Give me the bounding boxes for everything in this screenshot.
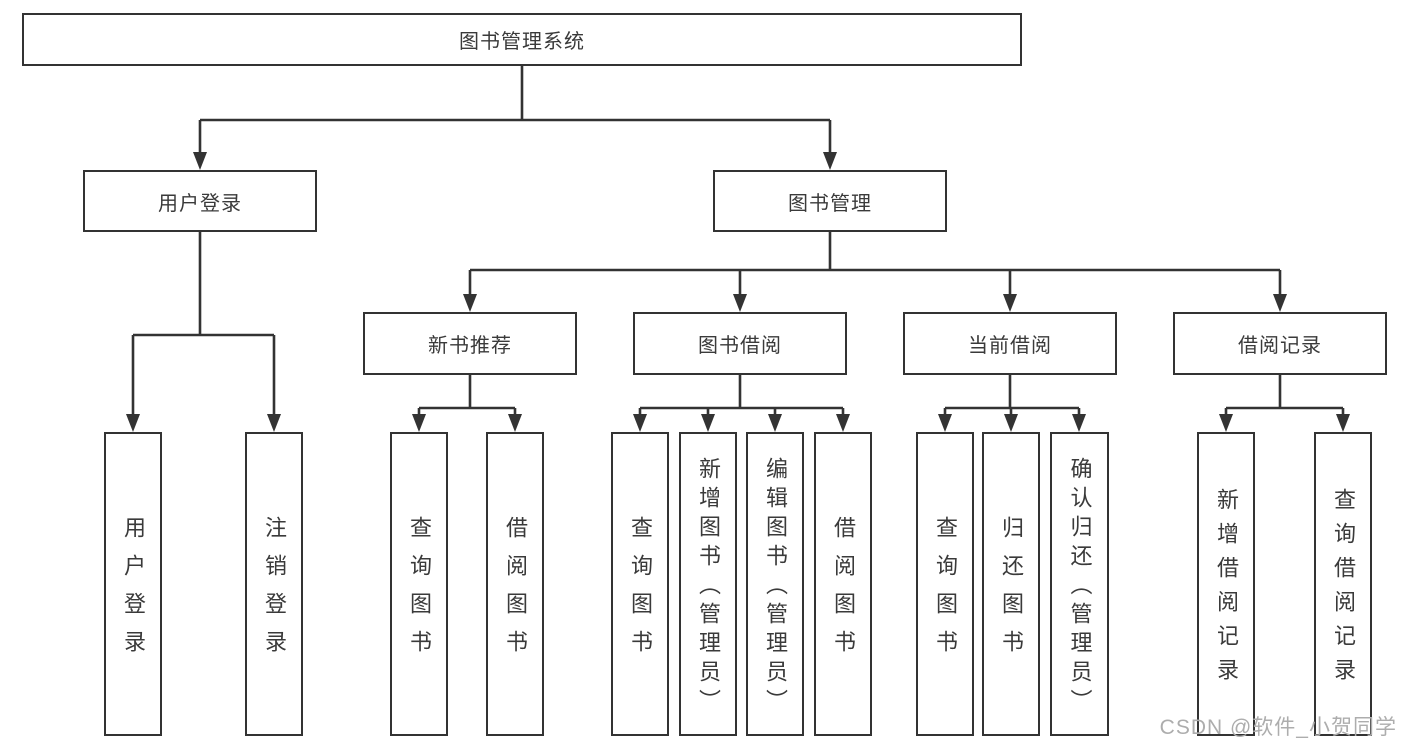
arrowhead xyxy=(1003,294,1017,312)
arrowhead xyxy=(508,414,522,432)
leaf-user-login-label: 用户登录 xyxy=(121,516,146,668)
leaf-borrow-borrow-books-label: 借阅图书 xyxy=(831,516,856,668)
leaf-newbook-borrow-books-label: 借阅图书 xyxy=(503,516,528,668)
leaf-borrow-query-books-label: 查询图书 xyxy=(628,516,653,668)
node-book-management: 图书管理 xyxy=(713,170,947,232)
connector-bookborrow-to-leaves xyxy=(638,375,845,416)
arrowhead xyxy=(823,152,837,170)
leaf-record-add: 新增借阅记录 xyxy=(1197,432,1255,736)
arrowhead xyxy=(463,294,477,312)
arrowhead xyxy=(1004,414,1018,432)
leaf-borrow-query-books: 查询图书 xyxy=(611,432,669,736)
connector-currentborrow-to-leaves xyxy=(943,375,1081,416)
node-new-book-recommend: 新书推荐 xyxy=(363,312,577,375)
leaf-logout: 注销登录 xyxy=(245,432,303,736)
leaf-current-query-books: 查询图书 xyxy=(916,432,974,736)
node-borrow-records: 借阅记录 xyxy=(1173,312,1387,375)
node-root: 图书管理系统 xyxy=(22,13,1022,66)
leaf-current-confirm-return-admin: 确认归还（管理员） xyxy=(1050,432,1109,736)
arrowhead xyxy=(412,414,426,432)
leaf-current-return-books: 归还图书 xyxy=(982,432,1040,736)
node-current-borrow: 当前借阅 xyxy=(903,312,1117,375)
node-book-borrow: 图书借阅 xyxy=(633,312,847,375)
connector-userlogin-to-leaves xyxy=(131,232,276,416)
leaf-borrow-borrow-books: 借阅图书 xyxy=(814,432,872,736)
leaf-record-query-label: 查询借阅记录 xyxy=(1331,488,1356,692)
arrowhead xyxy=(1219,414,1233,432)
leaf-user-login: 用户登录 xyxy=(104,432,162,736)
leaf-newbook-query-books-label: 查询图书 xyxy=(407,516,432,668)
arrowhead xyxy=(267,414,281,432)
leaf-record-add-label: 新增借阅记录 xyxy=(1214,488,1239,692)
arrowhead xyxy=(193,152,207,170)
leaf-logout-label: 注销登录 xyxy=(262,516,287,668)
arrowhead xyxy=(701,414,715,432)
arrowhead xyxy=(1072,414,1086,432)
arrowhead xyxy=(1336,414,1350,432)
arrowhead xyxy=(126,414,140,432)
connector-borrowrecords-to-leaves xyxy=(1224,375,1345,416)
arrowhead xyxy=(1273,294,1287,312)
node-user-login: 用户登录 xyxy=(83,170,317,232)
leaf-current-query-books-label: 查询图书 xyxy=(933,516,958,668)
connector-root-to-level2 xyxy=(198,66,832,154)
connector-bookmgmt-to-level3 xyxy=(468,232,1282,296)
arrowhead xyxy=(836,414,850,432)
leaf-record-query: 查询借阅记录 xyxy=(1314,432,1372,736)
arrowhead xyxy=(938,414,952,432)
csdn-watermark: CSDN @软件_小贺同学 xyxy=(1159,716,1397,739)
leaf-newbook-query-books: 查询图书 xyxy=(390,432,448,736)
leaf-newbook-borrow-books: 借阅图书 xyxy=(486,432,544,736)
connector-newbook-to-leaves xyxy=(417,375,517,416)
arrowhead xyxy=(733,294,747,312)
leaf-current-confirm-return-admin-label: 确认归还（管理员） xyxy=(1067,457,1093,718)
arrowhead xyxy=(768,414,782,432)
leaf-borrow-edit-books-admin-label: 编辑图书（管理员） xyxy=(763,457,788,718)
leaf-borrow-add-books-admin: 新增图书（管理员） xyxy=(679,432,737,736)
arrowhead xyxy=(633,414,647,432)
leaf-borrow-edit-books-admin: 编辑图书（管理员） xyxy=(746,432,804,736)
leaf-borrow-add-books-admin-label: 新增图书（管理员） xyxy=(696,457,721,718)
leaf-current-return-books-label: 归还图书 xyxy=(999,516,1024,668)
